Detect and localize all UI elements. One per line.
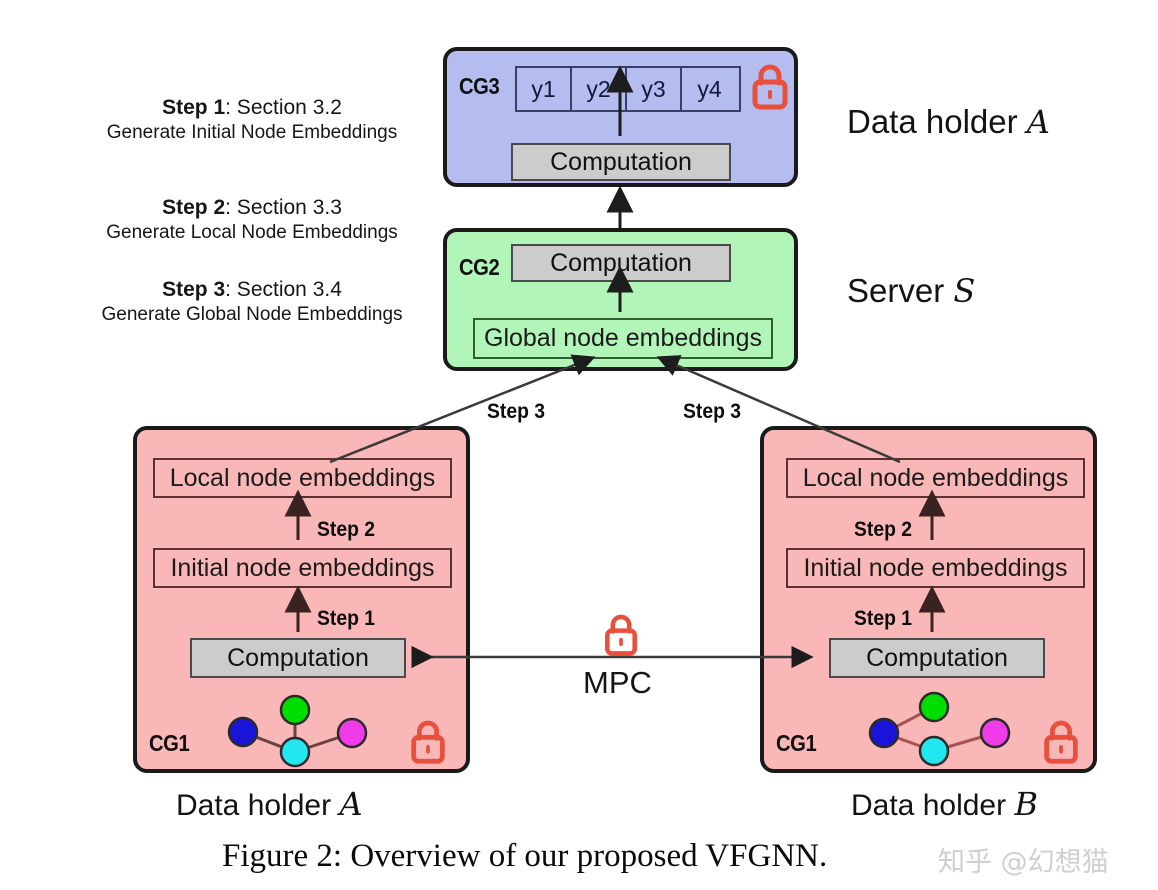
cg1-right-holder-symbol: B (1014, 785, 1038, 823)
mpc-label: MPC (583, 665, 652, 700)
step-legend-2-section: : Section 3.3 (225, 196, 342, 219)
step-legend-3-step: Step 3 (162, 278, 226, 301)
step-legend-2-desc: Generate Local Node Embeddings (106, 222, 398, 243)
step-legend-3-title: Step 3: Section 3.4 (42, 278, 462, 302)
cg1-right-initial-embeddings-box: Initial node embeddings (786, 548, 1085, 588)
step3-right-tag: Step 3 (683, 400, 741, 423)
figure-caption: Figure 2: Overview of our proposed VFGNN… (222, 838, 828, 874)
step-legend-2: Step 2: Section 3.3 Generate Local Node … (42, 196, 462, 244)
step-legend-1-section: : Section 3.2 (225, 96, 342, 119)
step-legend-2-title: Step 2: Section 3.3 (42, 196, 462, 220)
cg1-right-label: CG1 (776, 730, 817, 756)
step-legend-1-step: Step 1 (162, 96, 226, 119)
cg2-role-prefix: Server (847, 272, 954, 309)
step-legend-1-title: Step 1: Section 3.2 (42, 96, 462, 120)
output-cell-y4: y4 (697, 75, 722, 102)
cg1-left-holder-symbol: A (339, 785, 363, 823)
cg1-left-label: CG1 (149, 730, 190, 756)
cg3-role-label: Data holder A (847, 103, 1050, 141)
cg1-right-computation-box: Computation (829, 638, 1045, 678)
cg2-computation-box: Computation (511, 244, 731, 282)
cg3-box: CG3 y1 y2 y3 y4 Computation (443, 47, 798, 187)
cg2-global-embeddings-box: Global node embeddings (473, 318, 773, 359)
cg2-role-symbol: S (953, 272, 976, 310)
cg1-left-step1-tag: Step 1 (317, 607, 375, 630)
cg1-right-holder-prefix: Data holder (851, 789, 1015, 822)
cg1-left-box: CG1 Local node embeddings Step 2 Initial… (133, 426, 470, 773)
cg2-role-label: Server S (847, 272, 975, 310)
cg3-label: CG3 (459, 73, 500, 99)
cg1-right-holder-label: Data holder B (851, 785, 1038, 823)
cg1-right-step2-tag: Step 2 (854, 518, 912, 541)
mpc-lock-icon (605, 614, 637, 656)
watermark: 知乎 @幻想猫 (938, 847, 1109, 878)
cg3-output-cells: y1 y2 y3 y4 (515, 66, 741, 112)
cg1-left-initial-embeddings-box: Initial node embeddings (153, 548, 452, 588)
cg1-right-box: CG1 Local node embeddings Step 2 Initial… (760, 426, 1097, 773)
cg3-role-prefix: Data holder (847, 103, 1027, 140)
step3-left-tag: Step 3 (487, 400, 545, 423)
lock-icon (411, 720, 445, 764)
step-legend-1: Step 1: Section 3.2 Generate Initial Nod… (42, 96, 462, 144)
step-legend-3-desc: Generate Global Node Embeddings (101, 304, 403, 325)
step-legend-1-desc: Generate Initial Node Embeddings (106, 122, 398, 143)
cg1-left-holder-prefix: Data holder (176, 789, 340, 822)
output-cell-y2: y2 (572, 68, 627, 110)
cg2-label: CG2 (459, 254, 500, 280)
cg1-right-local-embeddings-box: Local node embeddings (786, 458, 1085, 498)
cg1-right-step1-tag: Step 1 (854, 607, 912, 630)
cg1-left-step2-tag: Step 2 (317, 518, 375, 541)
lock-icon (752, 64, 788, 110)
step-legend-3: Step 3: Section 3.4 Generate Global Node… (42, 278, 462, 326)
cg1-left-local-embeddings-box: Local node embeddings (153, 458, 452, 498)
step-legend-3-section: : Section 3.4 (225, 278, 342, 301)
cg3-computation-box: Computation (511, 143, 731, 181)
lock-icon (1044, 720, 1078, 764)
output-cell-y3: y3 (627, 68, 682, 110)
cg2-box: CG2 Computation Global node embeddings (443, 228, 798, 371)
cg3-role-symbol: A (1026, 103, 1050, 141)
cg1-left-computation-box: Computation (190, 638, 406, 678)
output-cell-y1: y1 (517, 68, 572, 110)
step-legend-2-step: Step 2 (162, 196, 226, 219)
cg1-left-holder-label: Data holder A (176, 785, 363, 823)
